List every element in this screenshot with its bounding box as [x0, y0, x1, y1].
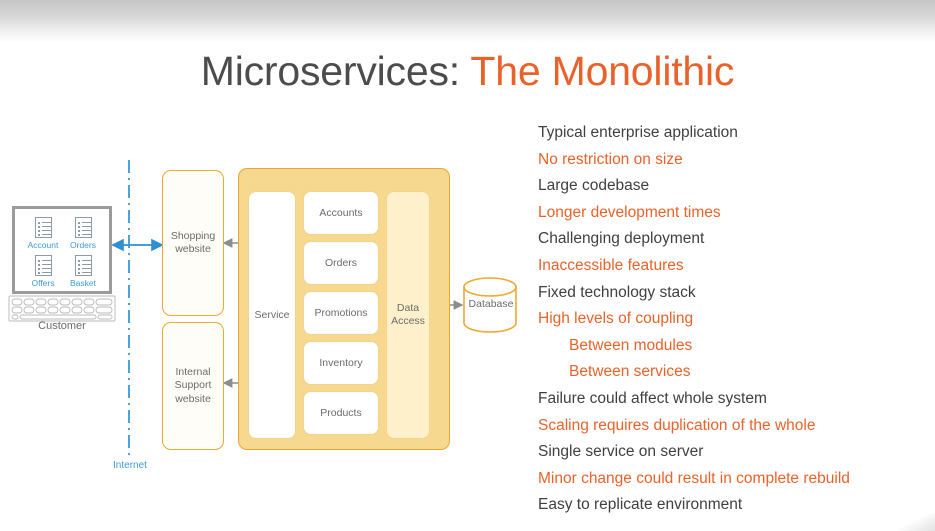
app-tile-label: Offers	[31, 278, 55, 288]
database-label: Database	[468, 298, 514, 310]
customer-screen: Account Orders Offers	[12, 206, 112, 294]
player-bottom-corner-shade	[899, 513, 935, 531]
app-tile-label: Basket	[70, 278, 96, 288]
monolith-container: Service Accounts Orders Promotions Inven…	[238, 168, 450, 450]
app-tile-label: Orders	[70, 240, 96, 250]
title-accent: The Monolithic	[470, 48, 735, 94]
module-box-accounts[interactable]: Accounts	[303, 191, 379, 235]
app-tile-account[interactable]: Account	[21, 217, 65, 250]
data-access-layer-box[interactable]: Data Access	[386, 191, 430, 439]
list-document-icon	[74, 255, 92, 276]
bullet-item: Easy to replicate environment	[538, 496, 743, 514]
bullet-item: Failure could affect whole system	[538, 389, 767, 407]
internal-support-website-box[interactable]: Internal Support website	[162, 322, 224, 450]
service-layer-box[interactable]: Service	[248, 191, 296, 439]
architecture-diagram: Account Orders Offers	[8, 160, 517, 471]
internet-label: Internet	[113, 460, 147, 471]
title-primary: Microservices:	[200, 48, 460, 94]
bullet-item: Single service on server	[538, 443, 704, 461]
bullet-item: High levels of coupling	[538, 310, 694, 328]
bullet-item: Inaccessible features	[538, 256, 684, 274]
bullet-subitem: Between services	[569, 363, 691, 381]
list-document-icon	[34, 255, 52, 276]
bullet-item: Fixed technology stack	[538, 283, 696, 301]
app-tile-orders[interactable]: Orders	[61, 217, 105, 250]
app-tile-basket[interactable]: Basket	[61, 255, 105, 288]
list-document-icon	[34, 217, 52, 238]
shopping-website-box[interactable]: Shopping website	[162, 170, 224, 316]
bullet-item: Minor change could result in complete re…	[538, 469, 850, 487]
database-cylinder-icon	[463, 277, 517, 333]
customer-label: Customer	[38, 320, 86, 332]
bullet-item: Longer development times	[538, 203, 721, 221]
bullet-item: Scaling requires duplication of the whol…	[538, 416, 816, 434]
player-top-gradient-bar	[0, 0, 935, 42]
bullet-subitem: Between modules	[569, 336, 693, 354]
keyboard-icon	[8, 295, 116, 322]
module-box-orders[interactable]: Orders	[303, 241, 379, 285]
module-box-products[interactable]: Products	[303, 391, 379, 435]
app-tile-offers[interactable]: Offers	[21, 255, 65, 288]
bullet-list: Typical enterprise application No restri…	[538, 120, 930, 519]
module-box-promotions[interactable]: Promotions	[303, 291, 379, 335]
app-tile-label: Account	[27, 240, 59, 250]
bullet-item: Challenging deployment	[538, 230, 705, 248]
bullet-item: Large codebase	[538, 177, 650, 195]
module-box-inventory[interactable]: Inventory	[303, 341, 379, 385]
bullet-item: No restriction on size	[538, 150, 683, 168]
bullet-item: Typical enterprise application	[538, 124, 738, 141]
list-document-icon	[74, 217, 92, 238]
page-title: Microservices: The Monolithic	[0, 44, 935, 98]
